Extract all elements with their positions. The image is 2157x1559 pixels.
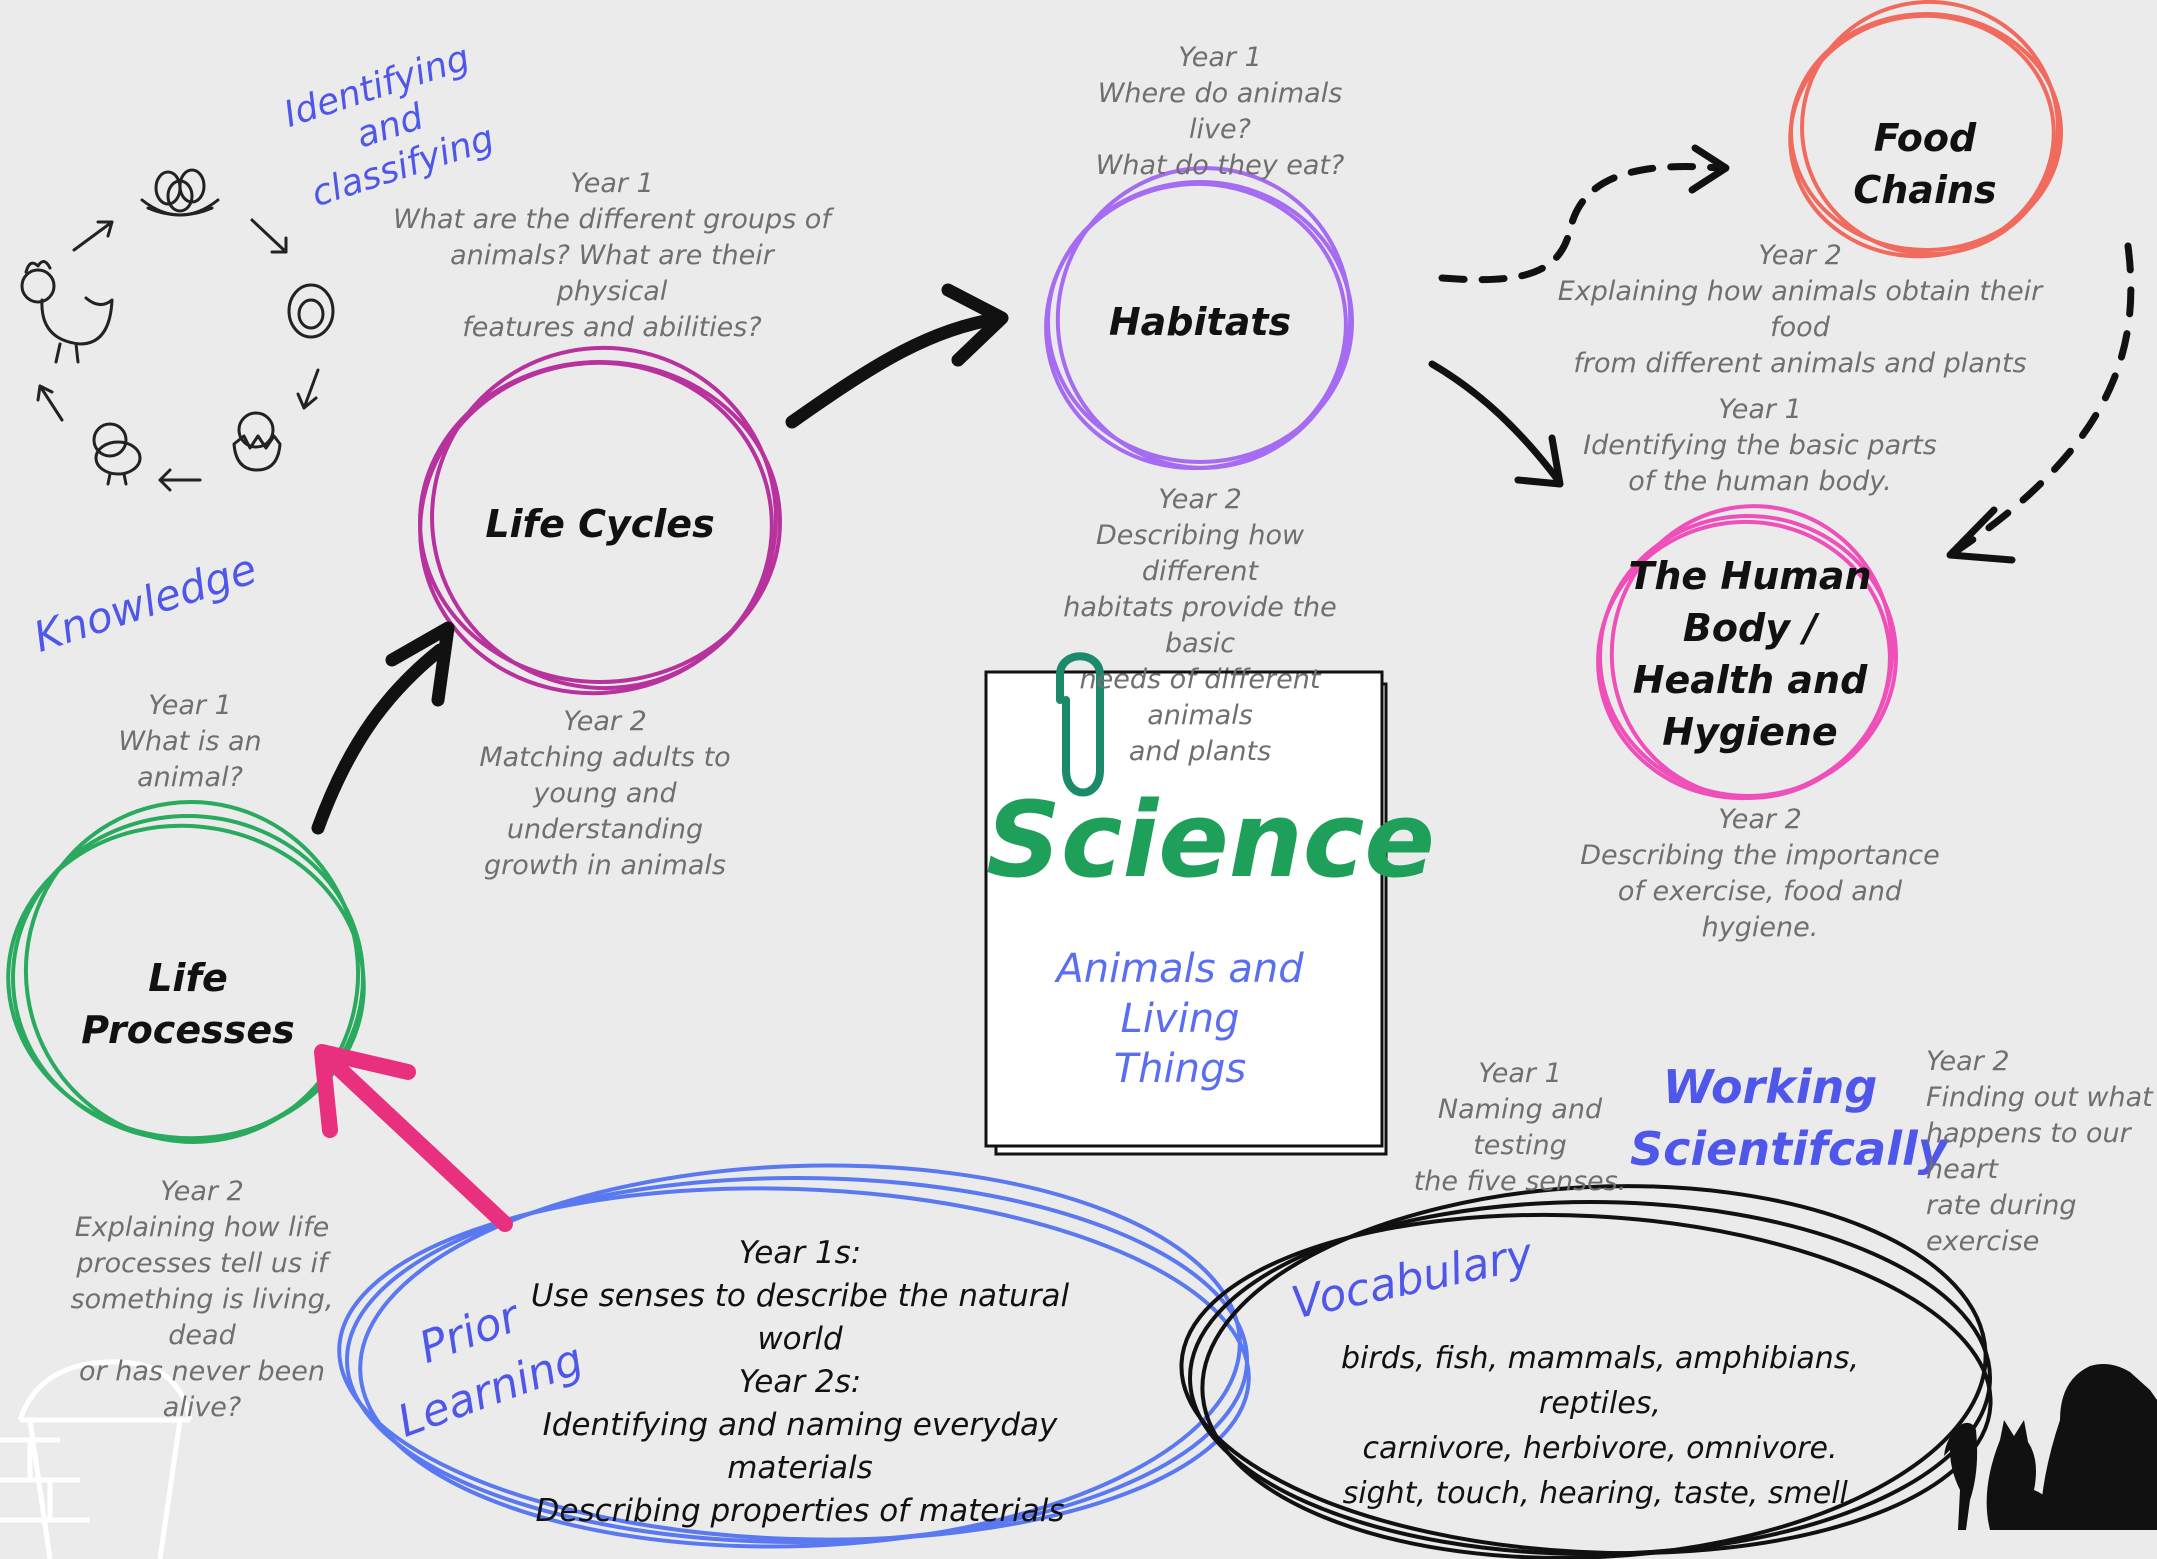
human-body-circle [1596,504,1898,801]
title-subtitle: Animals and Living Things [1056,946,1304,1092]
vocabulary-oval [1179,1184,1993,1559]
animal-silhouettes-icon [1944,1364,2157,1530]
arrow-habitats-to-human-body [1428,360,1564,488]
paperclip-icon [1056,652,1104,797]
note-life-processes-year2: Year 2 Explaining how life processes tel… [70,1176,334,1423]
node-life-processes: Life Processes [81,956,295,1052]
node-human-body: The Human Body / Health and Hygiene [1628,554,1872,754]
note-working-scientifically-year1: Year 1 Naming and testing the five sense… [1413,1058,1627,1197]
node-food-chains: Food Chains [1853,116,1997,212]
life-cycles-circle [418,345,782,696]
note-human-body-year1: Year 1 Identifying the basic parts of th… [1583,394,1937,497]
note-food-chains-year2: Year 2 Explaining how animals obtain the… [1557,240,2043,379]
note-life-processes-year1: Year 1 What is an animal? [118,690,262,793]
food-chains-circle [1788,0,2063,259]
node-habitats: Habitats [1108,300,1292,344]
arrow-food-chains-to-human-body [1946,242,2135,564]
chicken-life-cycle-icon [20,168,335,492]
arrow-prior-learning-to-life-processes [314,1044,513,1232]
note-working-scientifically-year2: Year 2 Finding out what happens to our h… [1926,1046,2153,1257]
arrow-life-processes-to-life-cycles [311,621,455,835]
arrow-habitats-to-food-chains [1438,144,1730,284]
bucket-and-bricks-icon [0,1359,193,1559]
arrow-life-cycles-to-habitats [785,283,1009,429]
vocabulary-content: birds, fish, mammals, amphibians, reptil… [1341,1341,1859,1511]
title-science: Science [986,779,1435,901]
prior-learning-oval [337,1163,1251,1549]
title-card [984,670,1388,1156]
heading-working-scientifically: Working Scientifcally [1630,1060,1948,1176]
habitats-circle [1044,166,1354,471]
note-habitats-year2: Year 2 Describing how different habitats… [1063,484,1337,767]
node-life-cycles: Life Cycles [485,502,715,546]
life-processes-circle [6,800,366,1144]
note-habitats-year1: Year 1 Where do animals live? What do th… [1095,42,1345,181]
prior-learning-content: Year 1s: Use senses to describe the natu… [530,1235,1070,1529]
note-life-cycles-year2: Year 2 Matching adults to young and unde… [479,706,731,881]
note-life-cycles-year1: Year 1 What are the different groups of … [393,168,831,343]
note-human-body-year2: Year 2 Describing the importance of exer… [1580,804,1940,943]
